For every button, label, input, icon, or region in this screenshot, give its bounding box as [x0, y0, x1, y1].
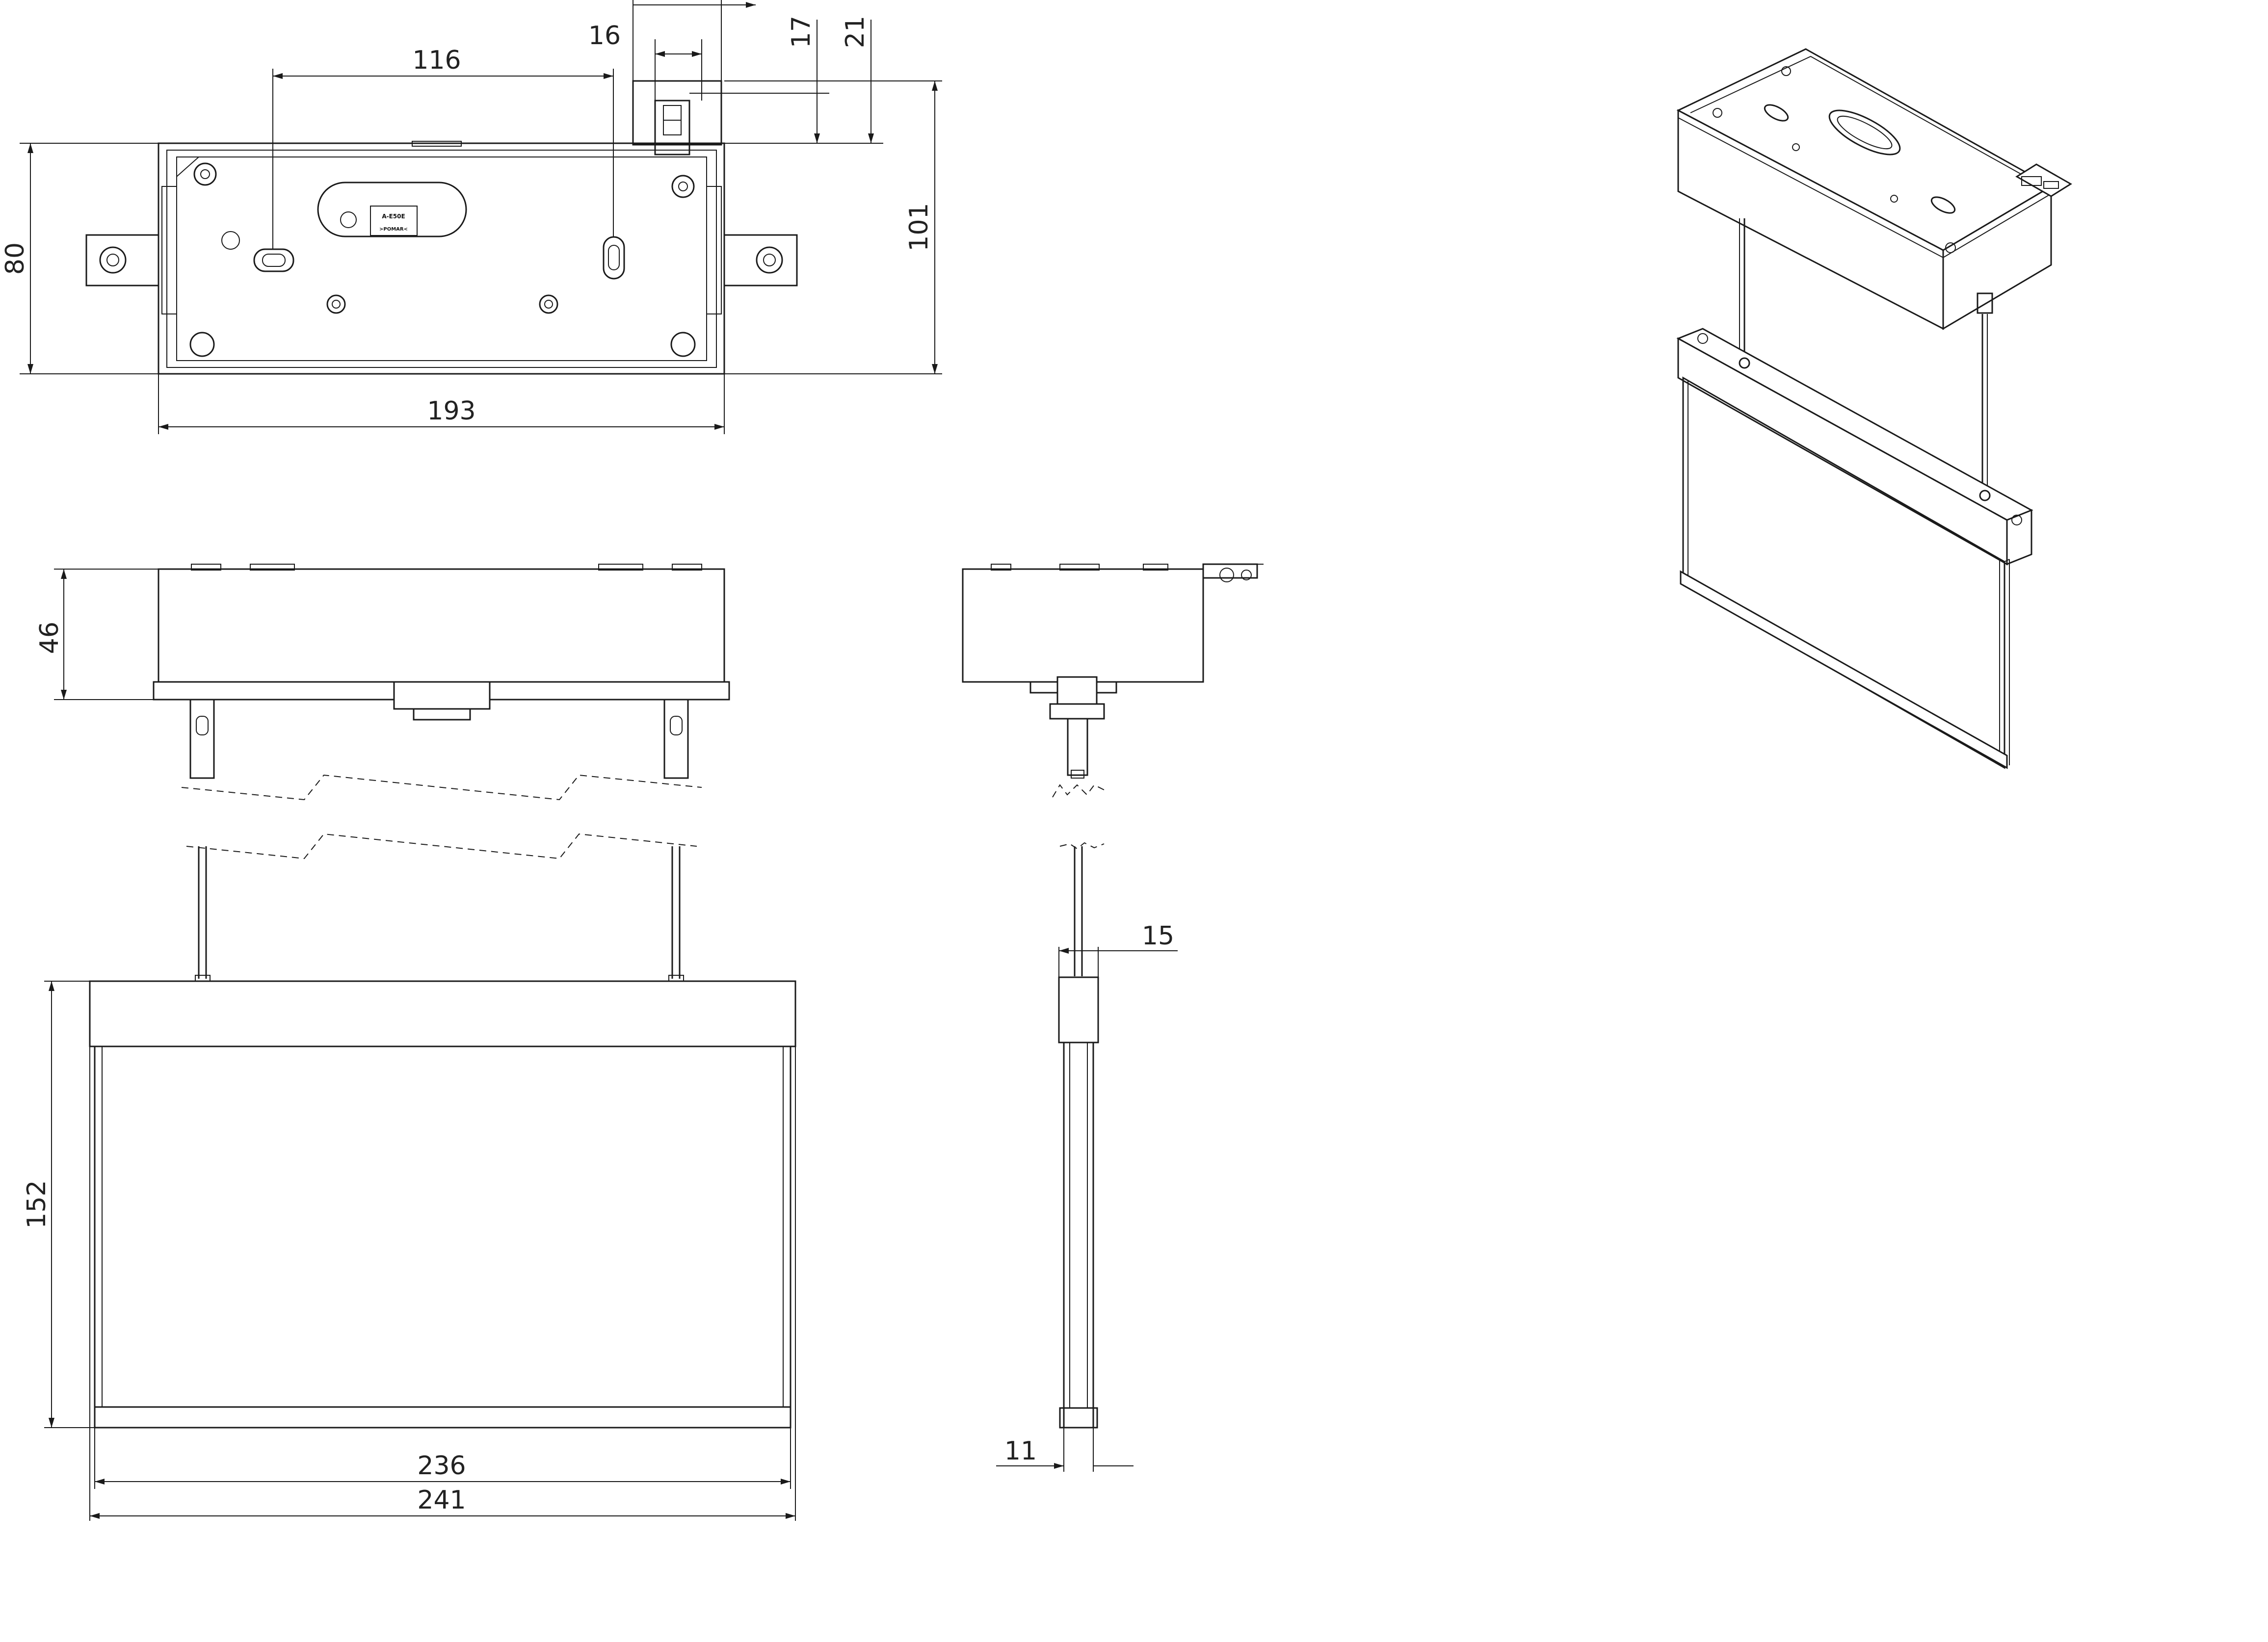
side-panel-cap: [1058, 976, 1099, 1043]
right-flange-hole: [756, 246, 783, 274]
dim-box-height: 46: [35, 622, 64, 654]
dim-top-height: 80: [0, 242, 30, 275]
iso-panel-body: [1682, 376, 2005, 769]
box-inner: [166, 150, 717, 368]
label-plate: [317, 182, 467, 237]
mounting-hole: [671, 175, 695, 198]
box-outer: [158, 142, 725, 375]
iso-box-side: [1942, 185, 2052, 330]
left-flange-hole: [99, 246, 127, 274]
mounting-hole: [670, 332, 696, 357]
side-view-dimensions: 15 11: [996, 921, 1178, 1472]
dim-bracket-21: 21: [841, 16, 870, 48]
dim-side-cap-width: 15: [1142, 921, 1174, 951]
top-view-dimensions: 80 101 193 116 16 17 21: [0, 0, 942, 434]
dim-bracket-17: 17: [787, 16, 816, 48]
mounting-hole: [193, 162, 217, 186]
dim-panel-inner-width: 236: [417, 1451, 466, 1481]
small-hole: [221, 231, 240, 250]
dim-side-panel-width: 11: [1004, 1436, 1037, 1466]
label-line2: >POMAR<: [379, 227, 408, 232]
side-box: [962, 568, 1204, 683]
dim-total-height: 101: [904, 203, 934, 251]
iso-slot: [1828, 109, 1901, 156]
rod-clamp-right: [663, 699, 689, 779]
side-panel-body: [1063, 1042, 1094, 1429]
label-line1: A-E50E: [382, 213, 405, 220]
panel-cap: [89, 980, 796, 1047]
mounting-hole: [189, 332, 215, 357]
top-view: A-E50E >POMAR<: [85, 80, 798, 375]
left-flange: [85, 234, 160, 287]
front-box: [158, 568, 725, 683]
isometric-view: [1676, 48, 2072, 769]
connector-bracket: [632, 80, 722, 146]
rod-clamp-left: [189, 699, 215, 779]
right-flange: [723, 234, 798, 287]
iso-panel-cap-top: [1676, 328, 2033, 521]
slot-horizontal: [253, 248, 294, 272]
side-view: [962, 563, 1264, 1429]
small-hole: [326, 294, 346, 314]
dim-panel-height: 152: [22, 1180, 52, 1228]
dim-panel-outer-width: 241: [417, 1486, 466, 1515]
dim-bracket-width: 16: [588, 21, 621, 51]
front-view-dimensions: 46 152 236 241: [22, 569, 796, 1521]
dim-hole-spacing: 116: [412, 46, 461, 75]
front-view: [89, 564, 796, 1429]
side-bracket: [1202, 563, 1258, 579]
small-hole: [539, 294, 558, 314]
dim-top-width: 193: [427, 396, 475, 426]
panel-body: [94, 1045, 791, 1429]
iso-panel-cap-front: [1677, 337, 2008, 566]
